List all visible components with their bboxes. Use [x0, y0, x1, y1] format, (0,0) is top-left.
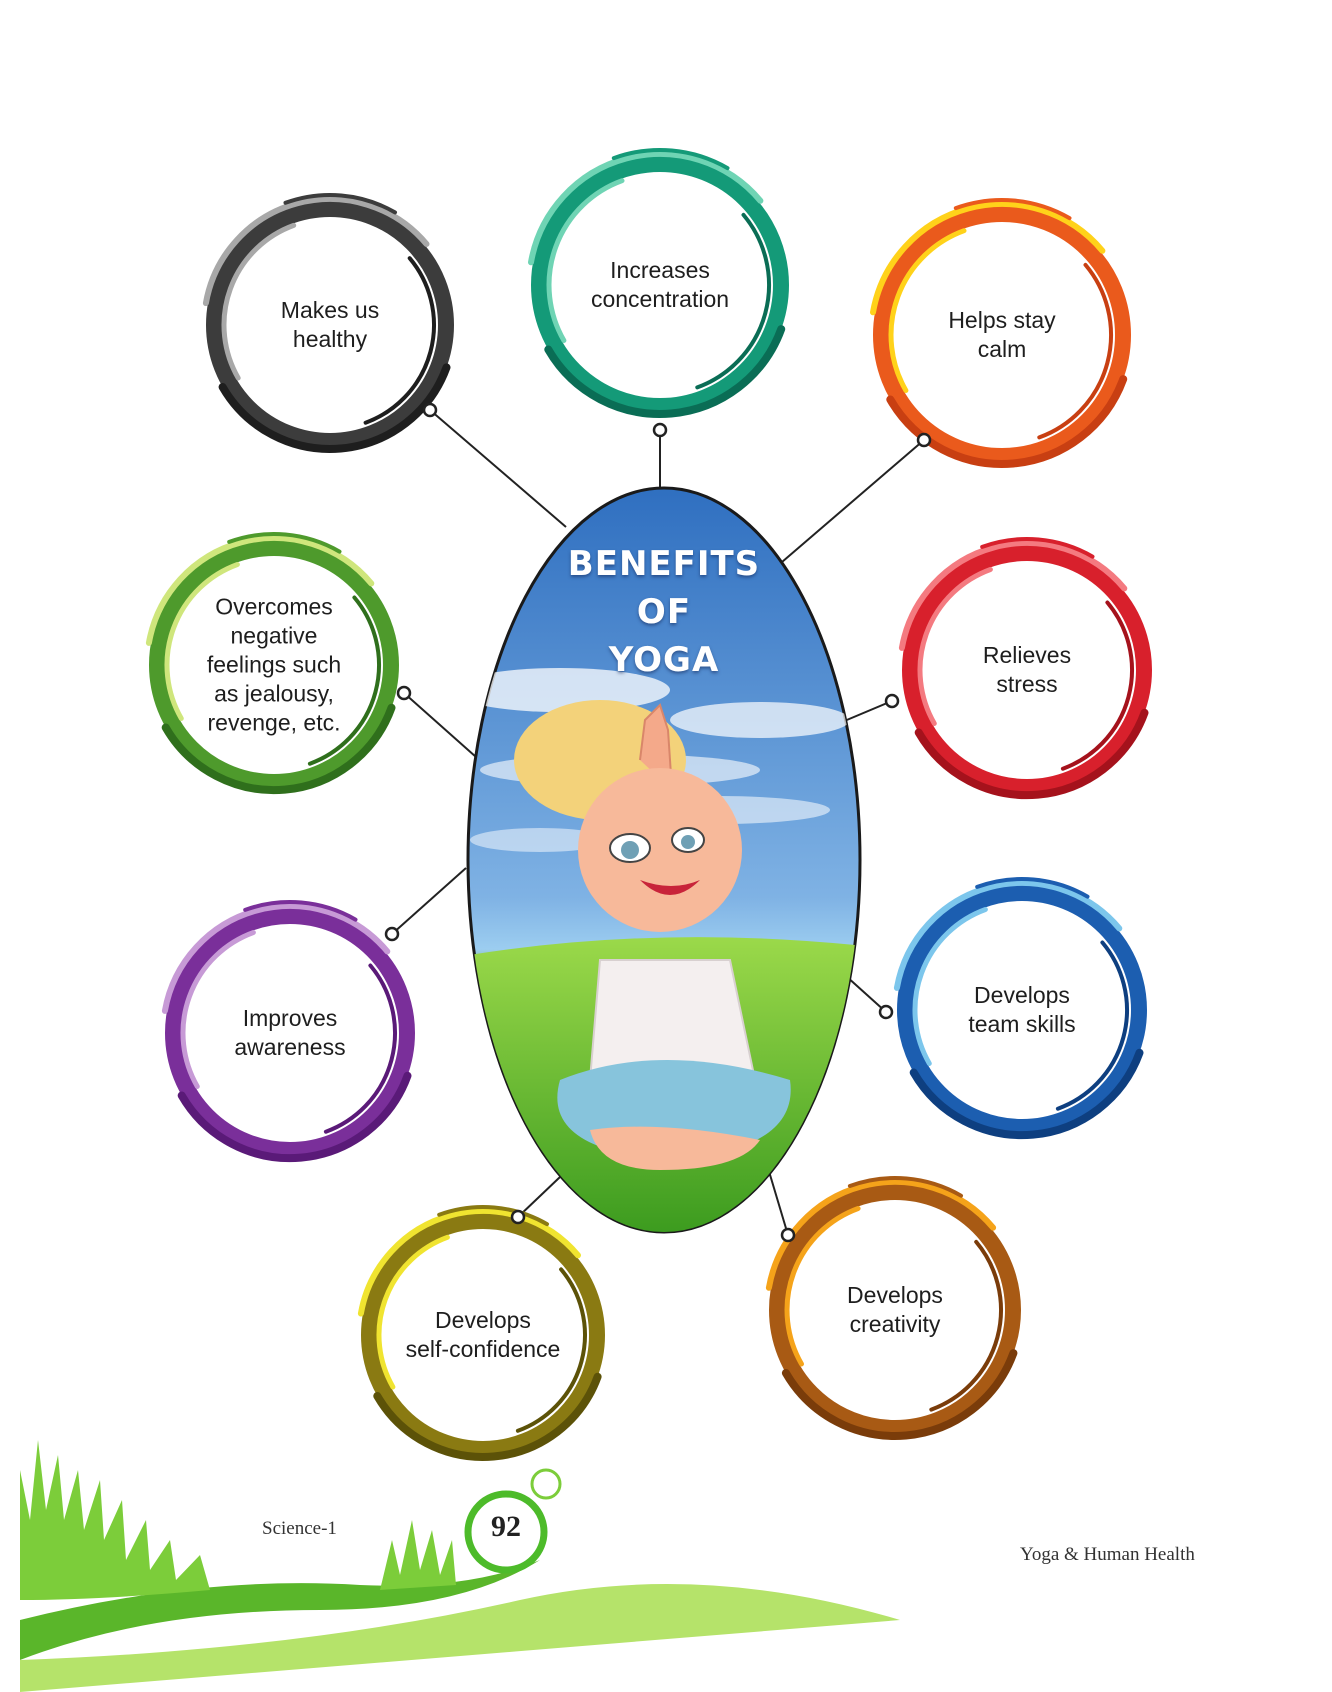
- connector-dot: [884, 693, 900, 709]
- benefit-ring: [528, 147, 789, 418]
- benefit-label: Develops creativity: [847, 1282, 943, 1337]
- benefit-label: Helps stay calm: [948, 307, 1056, 362]
- benefit-ring: [870, 197, 1131, 468]
- connector-dot: [780, 1227, 796, 1243]
- benefit-label: Improves awareness: [234, 1005, 346, 1060]
- connector-dot: [652, 422, 668, 438]
- connector-line: [767, 1167, 789, 1236]
- benefit-label: Relieves stress: [982, 642, 1072, 697]
- connector-line: [841, 700, 893, 723]
- benefit-label: Develops self-confidence: [405, 1307, 561, 1362]
- benefit-ring: [357, 1204, 605, 1461]
- connector-line: [781, 439, 925, 563]
- benefit-rings: [145, 147, 1152, 1461]
- benefit-ring: [893, 877, 1147, 1140]
- grass-decoration: [20, 1440, 900, 1692]
- connector-line: [845, 975, 887, 1013]
- footer-book-title: Science-1: [262, 1518, 337, 1539]
- benefit-ring: [765, 1176, 1021, 1440]
- connector-dot: [510, 1209, 526, 1225]
- connector-line: [429, 409, 567, 528]
- benefit-ring: [161, 900, 415, 1163]
- connector-dot: [384, 926, 400, 942]
- benefit-label: Overcomes negative feelings such as jeal…: [206, 593, 342, 736]
- page-number-badge: [464, 1468, 562, 1574]
- benefit-ring: [202, 192, 454, 453]
- connector-line: [391, 867, 467, 935]
- connector-dot: [396, 685, 412, 701]
- connector-line: [517, 1176, 561, 1218]
- footer-page-number: 92: [491, 1510, 521, 1543]
- benefit-label: Increases concentration: [590, 257, 730, 312]
- connector-dot: [422, 402, 438, 418]
- yoga-child-illustration: [514, 700, 791, 1170]
- benefit-ring: [898, 537, 1152, 800]
- benefit-label: Develops team skills: [968, 982, 1076, 1037]
- benefit-ring: [145, 532, 399, 795]
- connector-line: [403, 692, 477, 758]
- connector-lines: [391, 409, 925, 1236]
- footer-chapter-title: Yoga & Human Health: [1020, 1544, 1195, 1565]
- connector-dot: [916, 432, 932, 448]
- connector-dot: [878, 1004, 894, 1020]
- benefit-label: Makes us healthy: [280, 297, 380, 352]
- center-title: BENEFITS OF YOGA: [567, 544, 761, 680]
